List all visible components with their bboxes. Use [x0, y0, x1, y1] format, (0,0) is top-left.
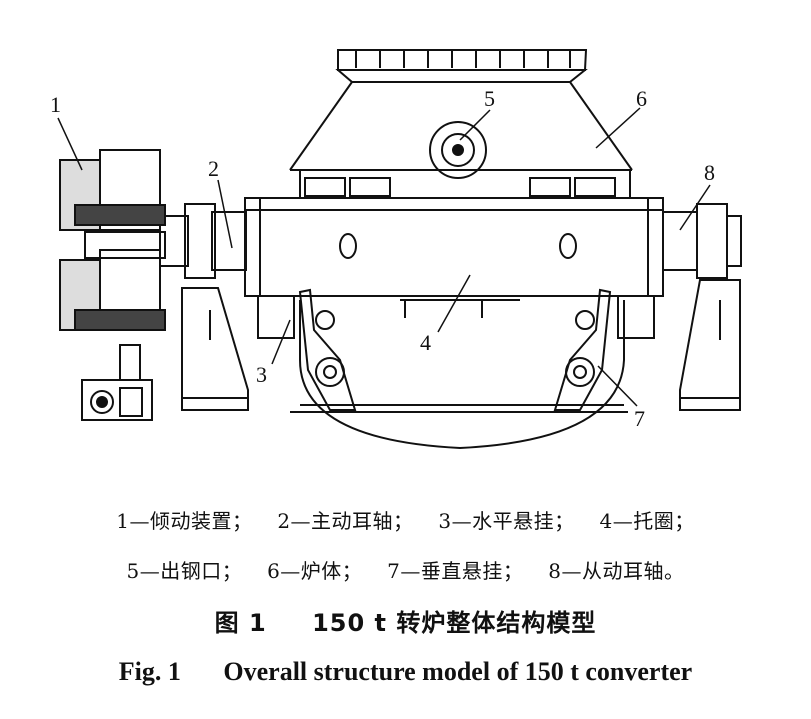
tap-hole: [429, 121, 487, 179]
legend-item-3: 3—水平悬挂；: [438, 509, 575, 533]
legend-item-4: 4—托圈；: [599, 509, 695, 533]
callout-4: 4: [420, 330, 431, 355]
legend-item-1: 1—倾动装置；: [116, 509, 253, 533]
legend-line-1: 1—倾动装置； 2—主动耳轴； 3—水平悬挂； 4—托圈；: [0, 505, 811, 534]
driving-trunnion: [159, 203, 247, 279]
callout-2: 2: [208, 156, 219, 181]
callout-1: 1: [50, 92, 61, 117]
callout-6: 6: [636, 86, 647, 111]
legend-item-7: 7—垂直悬挂；: [387, 559, 524, 583]
figure-caption-en: Fig. 1 Overall structure model of 150 t …: [0, 657, 811, 687]
converter-vessel-body: [289, 49, 633, 201]
trunnion-ring: [244, 197, 664, 318]
legend-line-2: 5—出钢口； 6—炉体； 7—垂直悬挂； 8—从动耳轴。: [0, 555, 811, 584]
legend-item-5: 5—出钢口；: [126, 559, 243, 583]
figure-caption-cn: 图 1 150 t 转炉整体结构模型: [0, 603, 811, 638]
callout-7: 7: [634, 406, 645, 431]
callout-leaders: [57, 107, 711, 407]
callout-8: 8: [704, 160, 715, 185]
tilting-drive: [59, 149, 166, 421]
driven-trunnion: [662, 203, 742, 279]
legend-item-6: 6—炉体；: [267, 559, 363, 583]
vertical-suspension: [298, 288, 612, 411]
horizontal-suspension: [257, 295, 655, 339]
legend-item-8: 8—从动耳轴。: [548, 559, 685, 583]
callout-3: 3: [256, 362, 267, 387]
caption-cn-title: 150 t 转炉整体结构模型: [312, 609, 597, 637]
callout-5: 5: [484, 86, 495, 111]
caption-en-title: Overall structure model of 150 t convert…: [223, 657, 693, 686]
caption-cn-label: 图 1: [214, 609, 267, 637]
converter-structure-drawing: 1 2 3 4 5 6 7 8: [50, 49, 742, 450]
legend-item-2: 2—主动耳轴；: [277, 509, 414, 533]
caption-en-label: Fig. 1: [118, 657, 181, 686]
support-pedestal: [181, 279, 741, 411]
